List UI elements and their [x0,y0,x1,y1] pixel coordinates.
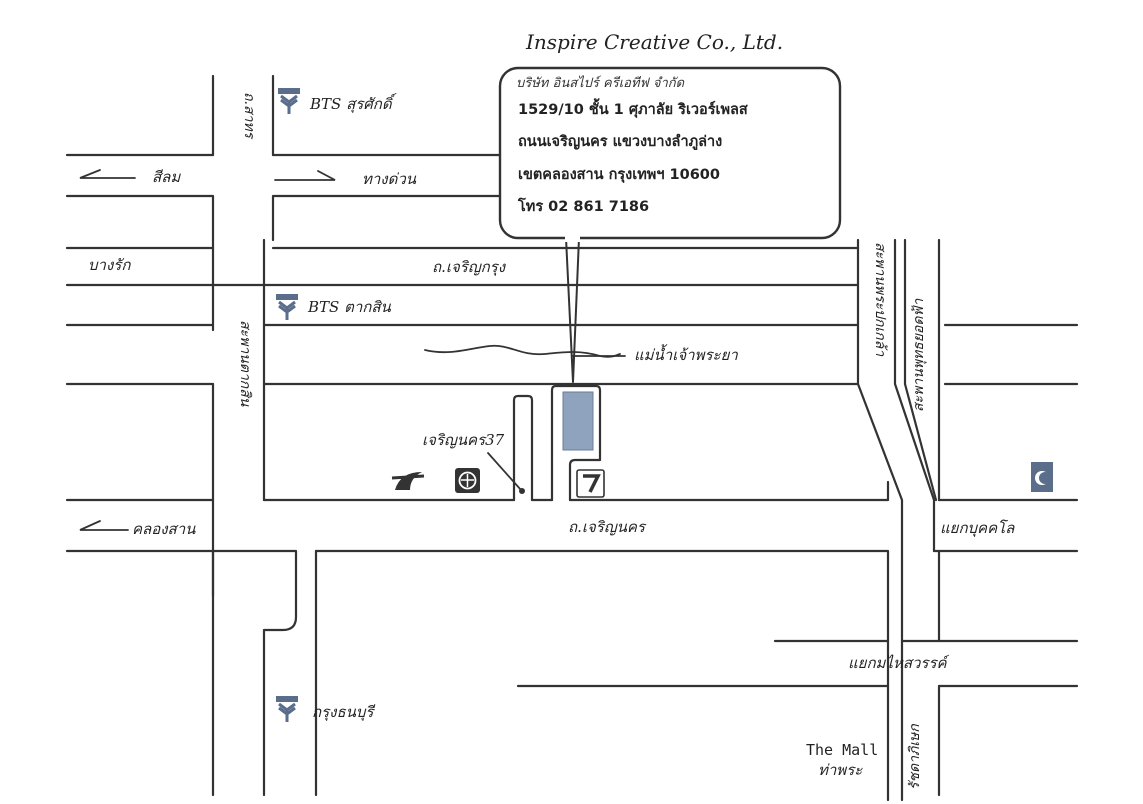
hospital-icon [1031,462,1053,492]
address-bubble [498,66,842,240]
address-line-2: ถนนเจริญนคร แขวงบางลำภูล่าง [518,134,723,150]
address-line-3: เขตคลองสาน กรุงเทพฯ 10600 [518,167,720,183]
label-silom: สีลม [152,168,181,186]
label-krung-thonburi: กรุงธนบุรี [312,703,374,721]
label-the-mall: The Mall [806,741,879,759]
label-charoen-nakhon: ถ.เจริญนคร [568,518,645,536]
address-line-1: 1529/10 ชั้น 1 ศุภาลัย ริเวอร์เพลส [518,102,748,118]
phone-number: โทร 02 861 7186 [518,199,650,215]
label-sathorn: ถ.สาทร [241,92,257,139]
arrow-expressway [274,170,336,181]
label-buk-khalo: แยกบุคคโล [940,519,1015,537]
road-charoen-nakhon-bottom-right [314,549,890,802]
bts-krung-thonburi-icon [276,696,298,722]
label-bts-surasak: BTS สุรศักดิ์ [310,95,392,113]
bts-surasak-icon [278,88,300,114]
label-the-mall-tha-phra: ท่าพระ [818,761,863,779]
arrow-khlong-san [79,520,129,531]
road-expressway-bottom [271,194,502,242]
company-name: Inspire Creative Co., Ltd. [526,30,784,54]
road-silom-bottom [65,194,215,242]
label-charoen-krung: ถ.เจริญกรุง [432,258,506,276]
label-river: แม่น้ำเจ้าพระยา [634,346,738,364]
label-mahaisawan: แยกมไหสวรรค์ [848,654,947,672]
bts-taksin-icon [276,294,298,320]
road-phra-pok-klao-right [893,238,936,553]
gas-station-icon [391,472,425,490]
label-phuttha-yodfa-bridge: สะพานพุทธยอดฟ้า [911,298,927,412]
label-taksin-bridge: สะพานตากสิน [237,320,253,407]
road-phra-pok-klao-left [856,238,904,802]
bank-icon [455,468,480,493]
road-soi-37 [512,394,534,502]
bubble-pointer [565,237,580,383]
road-phuttha-yodfa-left [903,238,938,502]
label-ratchadaphisek: รัชดาภิเษก [907,724,923,790]
soi-37-leader [487,452,522,491]
company-thai-name: บริษัท อินสไปร์ ครีเอทีฟ จำกัด [516,76,685,91]
road-charoen-nakhon-bottom [65,549,298,797]
label-phra-pok-klao-bridge: สะพานพระปกเกล้า [872,242,888,357]
road-sathorn-mid [211,238,266,292]
label-khlong-san: คลองสาน [132,520,196,538]
building-supalai-river-place [562,391,594,451]
seven-eleven-icon [576,469,605,498]
road-charoen-nakhon-top [262,480,890,502]
label-expressway: ทางด่วน [362,170,417,188]
road-right-upper [943,323,1079,386]
plot-outline [550,384,602,502]
label-charoen-nakhon-37: เจริญนคร37 [422,431,505,449]
arrow-silom [79,169,136,179]
label-bts-taksin: BTS ตากสิน [308,298,391,316]
label-bangrak: บางรัก [88,256,131,274]
